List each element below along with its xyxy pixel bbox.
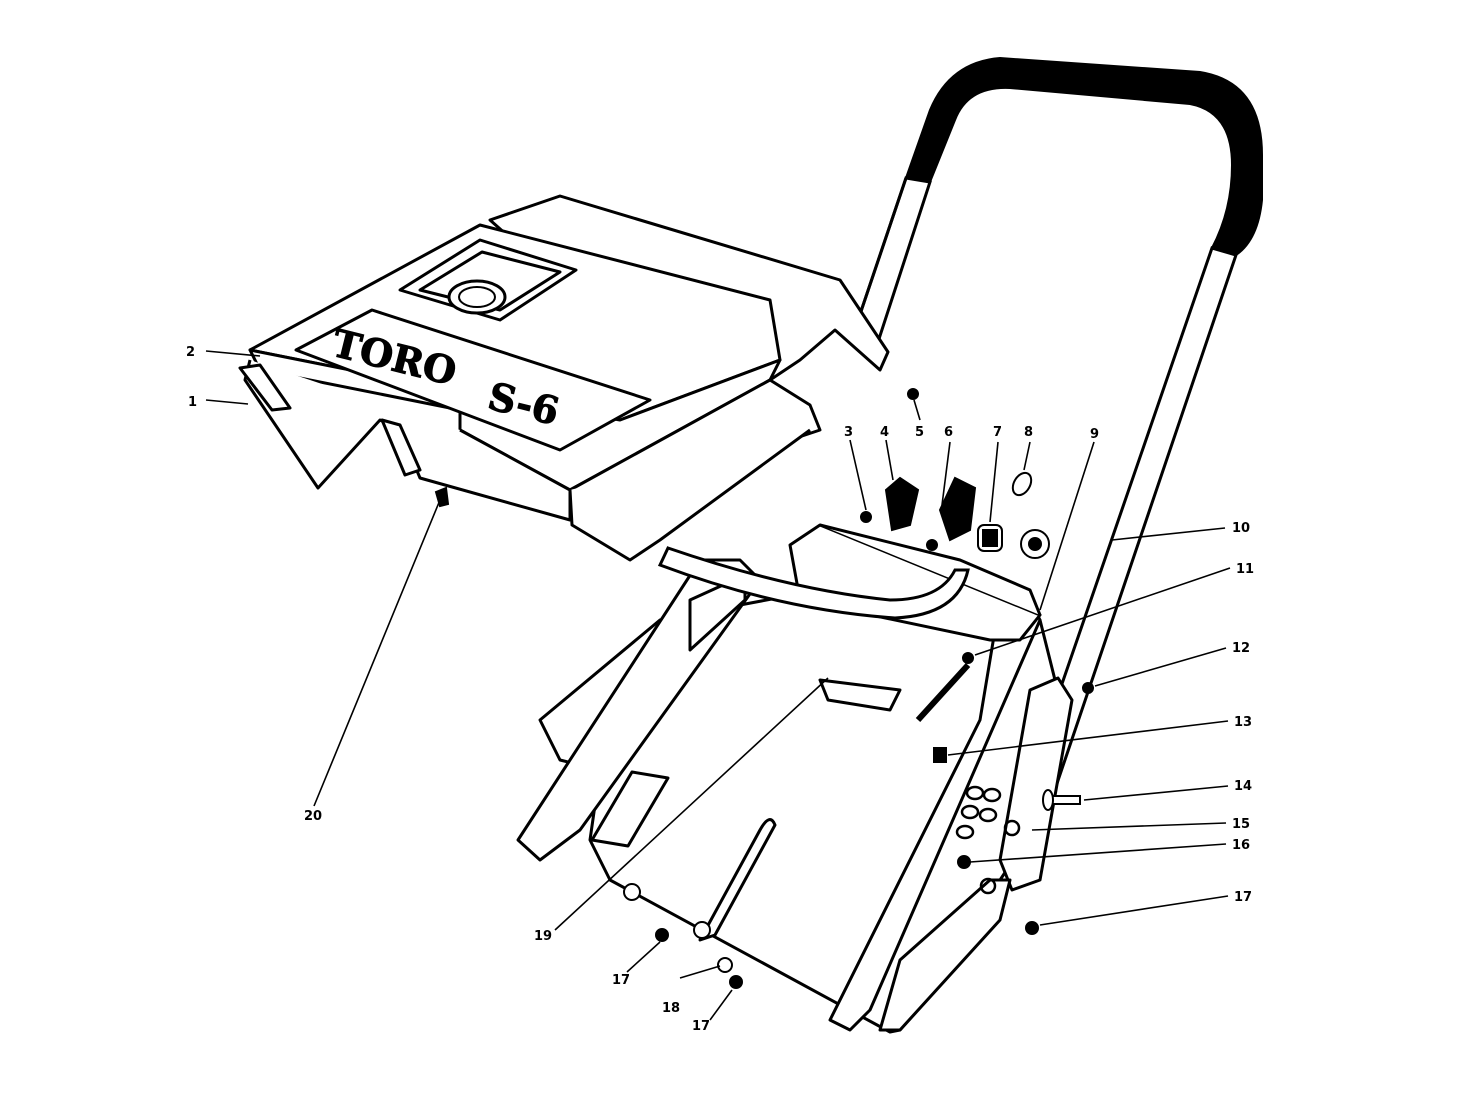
callout-11: 11	[1236, 562, 1254, 577]
control-cable	[657, 546, 970, 620]
callout-2: 2	[186, 345, 195, 360]
callout-16: 16	[1232, 838, 1250, 853]
fuel-cap-inner	[458, 286, 496, 308]
callout-20: 20	[304, 809, 322, 824]
callout-17-right: 17	[1234, 890, 1252, 905]
callout-12: 12	[1232, 641, 1250, 656]
callout-5: 5	[915, 425, 924, 440]
small-parts	[434, 388, 1094, 989]
engine-shroud	[238, 194, 890, 562]
lower-frame	[516, 558, 1074, 1034]
callout-13: 13	[1234, 715, 1252, 730]
callout-18: 18	[662, 1001, 680, 1016]
fuel-cap	[447, 279, 507, 315]
callout-3: 3	[844, 425, 853, 440]
handle	[850, 56, 1263, 812]
callout-7: 7	[993, 425, 1002, 440]
callout-15: 15	[1232, 817, 1250, 832]
callout-19: 19	[534, 929, 552, 944]
callout-8: 8	[1024, 425, 1033, 440]
callout-17-bottom: 17	[692, 1019, 710, 1034]
callout-17-left: 17	[612, 973, 630, 988]
callout-9: 9	[1090, 427, 1099, 442]
callout-6: 6	[944, 425, 953, 440]
bracket-slots	[955, 785, 1021, 895]
callout-14: 14	[1234, 779, 1252, 794]
callout-10: 10	[1232, 521, 1250, 536]
callout-4: 4	[880, 425, 889, 440]
leader-lines	[205, 350, 1231, 1021]
callout-labels: 1 2 3 4 5 6 7 8 9 10 11 12 13 14 15 16 1…	[186, 345, 1254, 1034]
callout-1: 1	[188, 395, 197, 410]
